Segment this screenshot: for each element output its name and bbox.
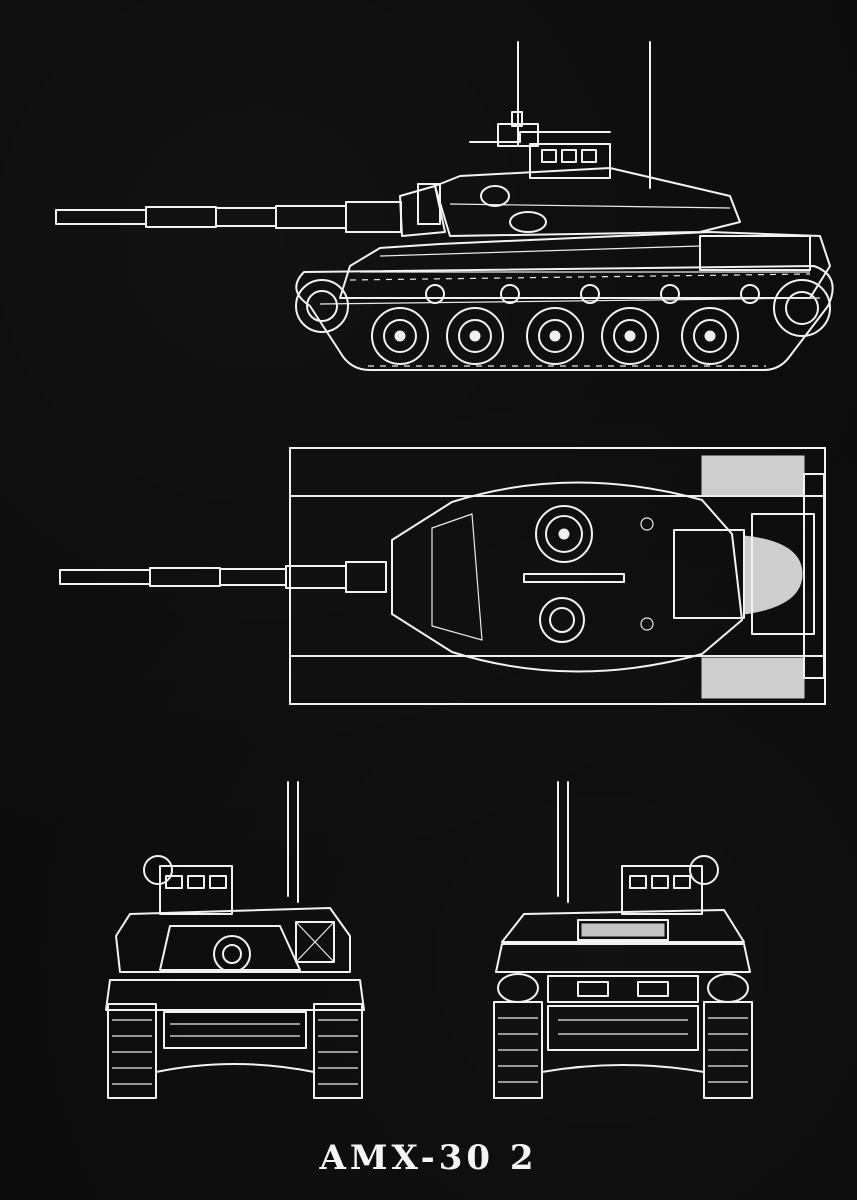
- road-wheels: [371, 307, 739, 365]
- tank-side-view: [55, 41, 834, 371]
- track-links: [349, 273, 811, 367]
- poster-title: AMX-30 2: [319, 1138, 538, 1178]
- tank-rear-view: [493, 781, 753, 1099]
- tank-front-view: [105, 781, 365, 1099]
- tank-top-view: [59, 447, 826, 705]
